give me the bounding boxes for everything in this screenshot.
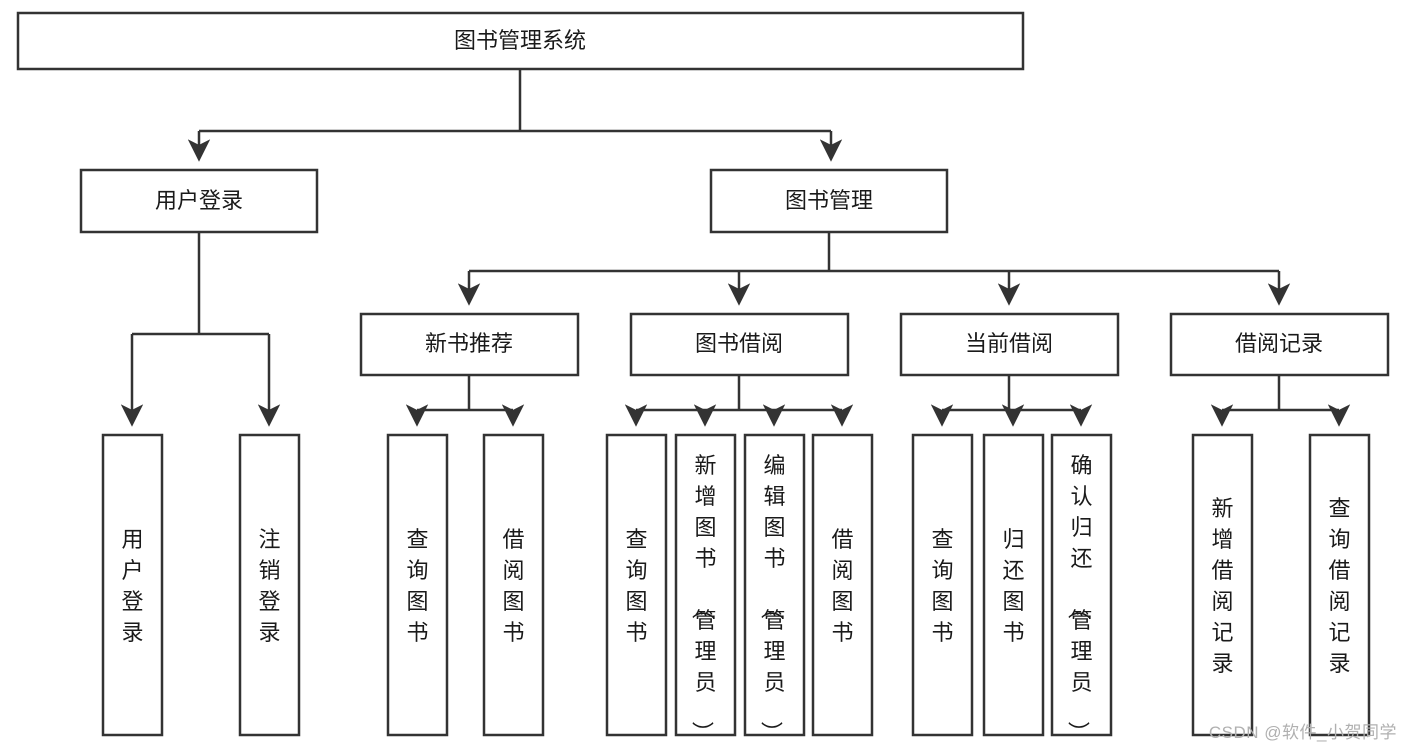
leaf-node-label: 新增借阅记录 xyxy=(1211,496,1233,676)
leaf-node[interactable]: 新增图书（管理员） xyxy=(674,433,737,743)
node-current-borrow[interactable]: 当前借阅 xyxy=(899,312,1120,377)
leaf-node-label: 编辑图书（管理员） xyxy=(758,453,785,743)
leaf-node-box[interactable] xyxy=(1191,433,1254,737)
leaf-node[interactable]: 新增借阅记录 xyxy=(1191,433,1254,737)
leaf-node[interactable]: 借阅图书 xyxy=(811,433,874,737)
node-user-login-label: 用户登录 xyxy=(155,188,243,213)
leaf-node-box[interactable] xyxy=(1050,433,1113,737)
node-book-management-box[interactable] xyxy=(709,168,949,234)
leaf-node-label: 注销登录 xyxy=(258,527,280,645)
leaf-node-label: 查询借阅记录 xyxy=(1328,496,1350,676)
leaf-node-label: 借阅图书 xyxy=(502,527,524,645)
leaf-node-layer: 用户登录 注销登录 查询图书 借阅图书 查询图书 新增图书（管理员） 编辑图书（管理员） 借阅… xyxy=(101,433,1371,743)
leaf-node-box[interactable] xyxy=(743,433,806,737)
leaf-node-box[interactable] xyxy=(238,433,301,737)
leaf-node-label: 查询图书 xyxy=(406,527,428,645)
leaf-node-box[interactable] xyxy=(482,433,545,737)
leaf-node-label: 确认归还（管理员） xyxy=(1065,453,1092,743)
leaf-node[interactable]: 注销登录 xyxy=(238,433,301,737)
leaf-node[interactable]: 用户登录 xyxy=(101,433,164,737)
node-borrow-records-box[interactable] xyxy=(1169,312,1390,377)
node-new-book-recommend-box[interactable] xyxy=(359,312,580,377)
node-book-borrow-box[interactable] xyxy=(629,312,850,377)
leaf-node-label: 新增图书（管理员） xyxy=(689,453,716,743)
leaf-node-box[interactable] xyxy=(101,433,164,737)
node-current-borrow-label: 当前借阅 xyxy=(965,331,1053,356)
leaf-node-label: 借阅图书 xyxy=(831,527,853,645)
node-borrow-records[interactable]: 借阅记录 xyxy=(1169,312,1390,377)
leaf-node-box[interactable] xyxy=(811,433,874,737)
leaf-node-box[interactable] xyxy=(911,433,974,737)
leaf-node-label: 用户登录 xyxy=(121,527,143,645)
connector-layer xyxy=(120,69,1351,427)
leaf-node-box[interactable] xyxy=(674,433,737,737)
leaf-node[interactable]: 查询图书 xyxy=(386,433,449,737)
node-new-book-recommend-label: 新书推荐 xyxy=(425,331,513,356)
node-book-management[interactable]: 图书管理 xyxy=(709,168,949,234)
node-borrow-records-label: 借阅记录 xyxy=(1235,331,1323,356)
leaf-node[interactable]: 归还图书 xyxy=(982,433,1045,737)
node-current-borrow-box[interactable] xyxy=(899,312,1120,377)
leaf-node-box[interactable] xyxy=(605,433,668,737)
leaf-node[interactable]: 确认归还（管理员） xyxy=(1050,433,1113,743)
leaf-node[interactable]: 查询图书 xyxy=(911,433,974,737)
leaf-node[interactable]: 借阅图书 xyxy=(482,433,545,737)
leaf-node[interactable]: 编辑图书（管理员） xyxy=(743,433,806,743)
leaf-node-box[interactable] xyxy=(982,433,1045,737)
node-book-management-label: 图书管理 xyxy=(785,188,873,213)
leaf-node-label: 归还图书 xyxy=(1002,527,1024,645)
leaf-node-box[interactable] xyxy=(386,433,449,737)
node-root-label: 图书管理系统 xyxy=(454,28,586,53)
leaf-node[interactable]: 查询图书 xyxy=(605,433,668,737)
node-book-borrow-label: 图书借阅 xyxy=(695,331,783,356)
leaf-node-label: 查询图书 xyxy=(931,527,953,645)
node-book-borrow[interactable]: 图书借阅 xyxy=(629,312,850,377)
node-root-box[interactable] xyxy=(16,11,1025,71)
node-root[interactable]: 图书管理系统 xyxy=(16,11,1025,71)
leaf-node-label: 查询图书 xyxy=(625,527,647,645)
csdn-watermark: CSDN @软件_小贺同学 xyxy=(1208,723,1397,742)
node-user-login[interactable]: 用户登录 xyxy=(79,168,319,234)
leaf-node-box[interactable] xyxy=(1308,433,1371,737)
node-new-book-recommend[interactable]: 新书推荐 xyxy=(359,312,580,377)
node-user-login-box[interactable] xyxy=(79,168,319,234)
leaf-node[interactable]: 查询借阅记录 xyxy=(1308,433,1371,737)
